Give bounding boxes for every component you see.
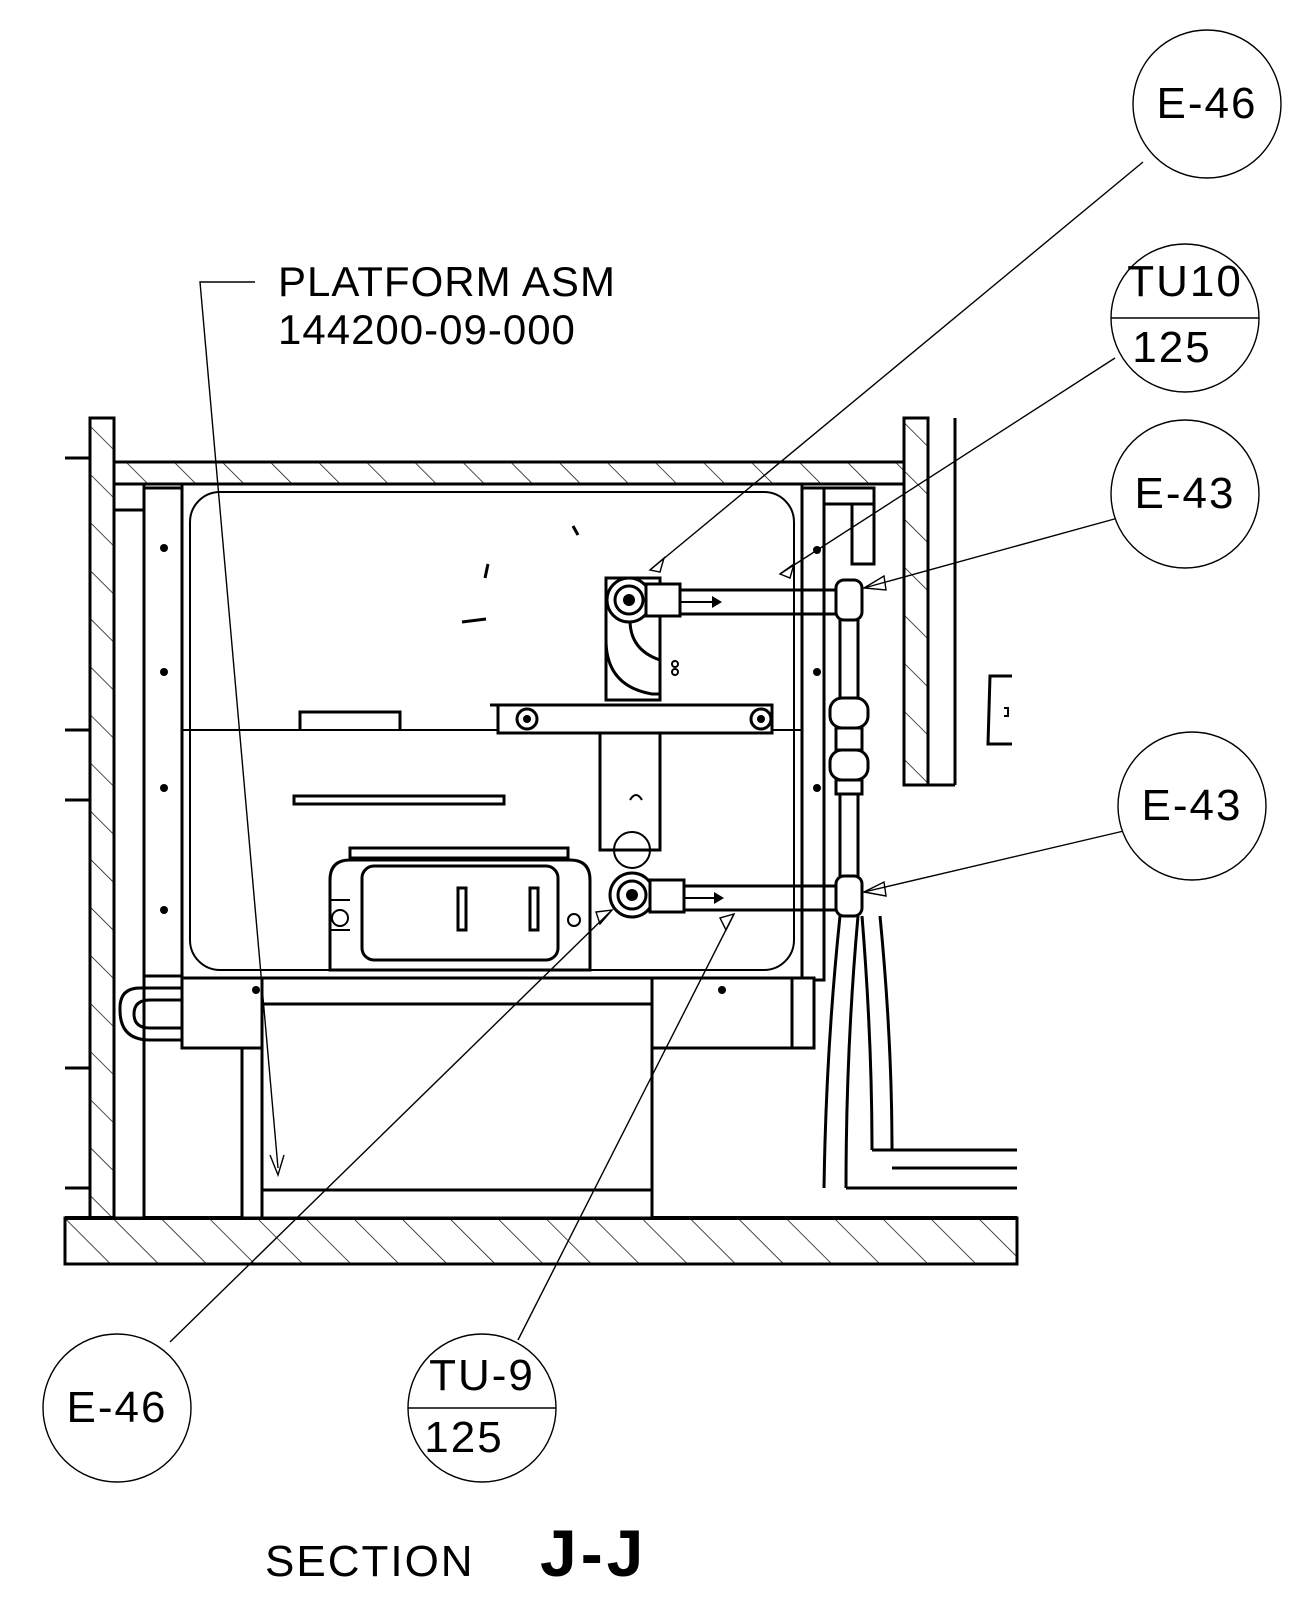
floor-slab	[63, 1216, 1019, 1266]
bubble-tu9-bottom-label: 125	[424, 1413, 503, 1462]
callout-line-2: 144200-09-000	[278, 306, 576, 353]
bubble-tu9-top-label: TU-9	[429, 1351, 535, 1400]
section-title: SECTION J-J	[265, 1516, 647, 1590]
right-clip	[986, 674, 1012, 746]
bubble-e43-lower-label: E-43	[1142, 781, 1243, 830]
callout-line-1: PLATFORM ASM	[278, 258, 616, 305]
bubble-e46-bottom-label: E-46	[67, 1383, 168, 1432]
bubble-e43-lower: E-43	[1117, 731, 1267, 881]
pump-unit	[328, 846, 592, 972]
bubble-tu10-top-label: TU10	[1127, 257, 1243, 306]
left-column	[112, 482, 184, 1220]
left-wall	[88, 416, 116, 1220]
bubble-tu9: TU-9 125	[407, 1333, 557, 1483]
bubble-e46-top-label: E-46	[1157, 79, 1258, 128]
right-wall	[902, 416, 930, 787]
bubble-tu10: TU10 125	[1110, 243, 1260, 393]
platform-base	[180, 976, 816, 1220]
section-title-label: J-J	[540, 1516, 647, 1590]
bubble-e46-top: E-46	[1132, 29, 1282, 179]
leader-lines	[169, 161, 1144, 1343]
mount-bracket	[490, 576, 774, 852]
bubble-e43-upper-label: E-43	[1135, 469, 1236, 518]
platform-callout: PLATFORM ASM 144200-09-000	[278, 258, 616, 353]
fittings	[118, 576, 1017, 1190]
bubble-tu10-bottom-label: 125	[1132, 323, 1211, 372]
bubble-e46-bottom: E-46	[42, 1333, 192, 1483]
section-title-prefix: SECTION	[265, 1537, 475, 1586]
top-plate	[112, 460, 906, 486]
bubble-e43-upper: E-43	[1110, 419, 1260, 569]
